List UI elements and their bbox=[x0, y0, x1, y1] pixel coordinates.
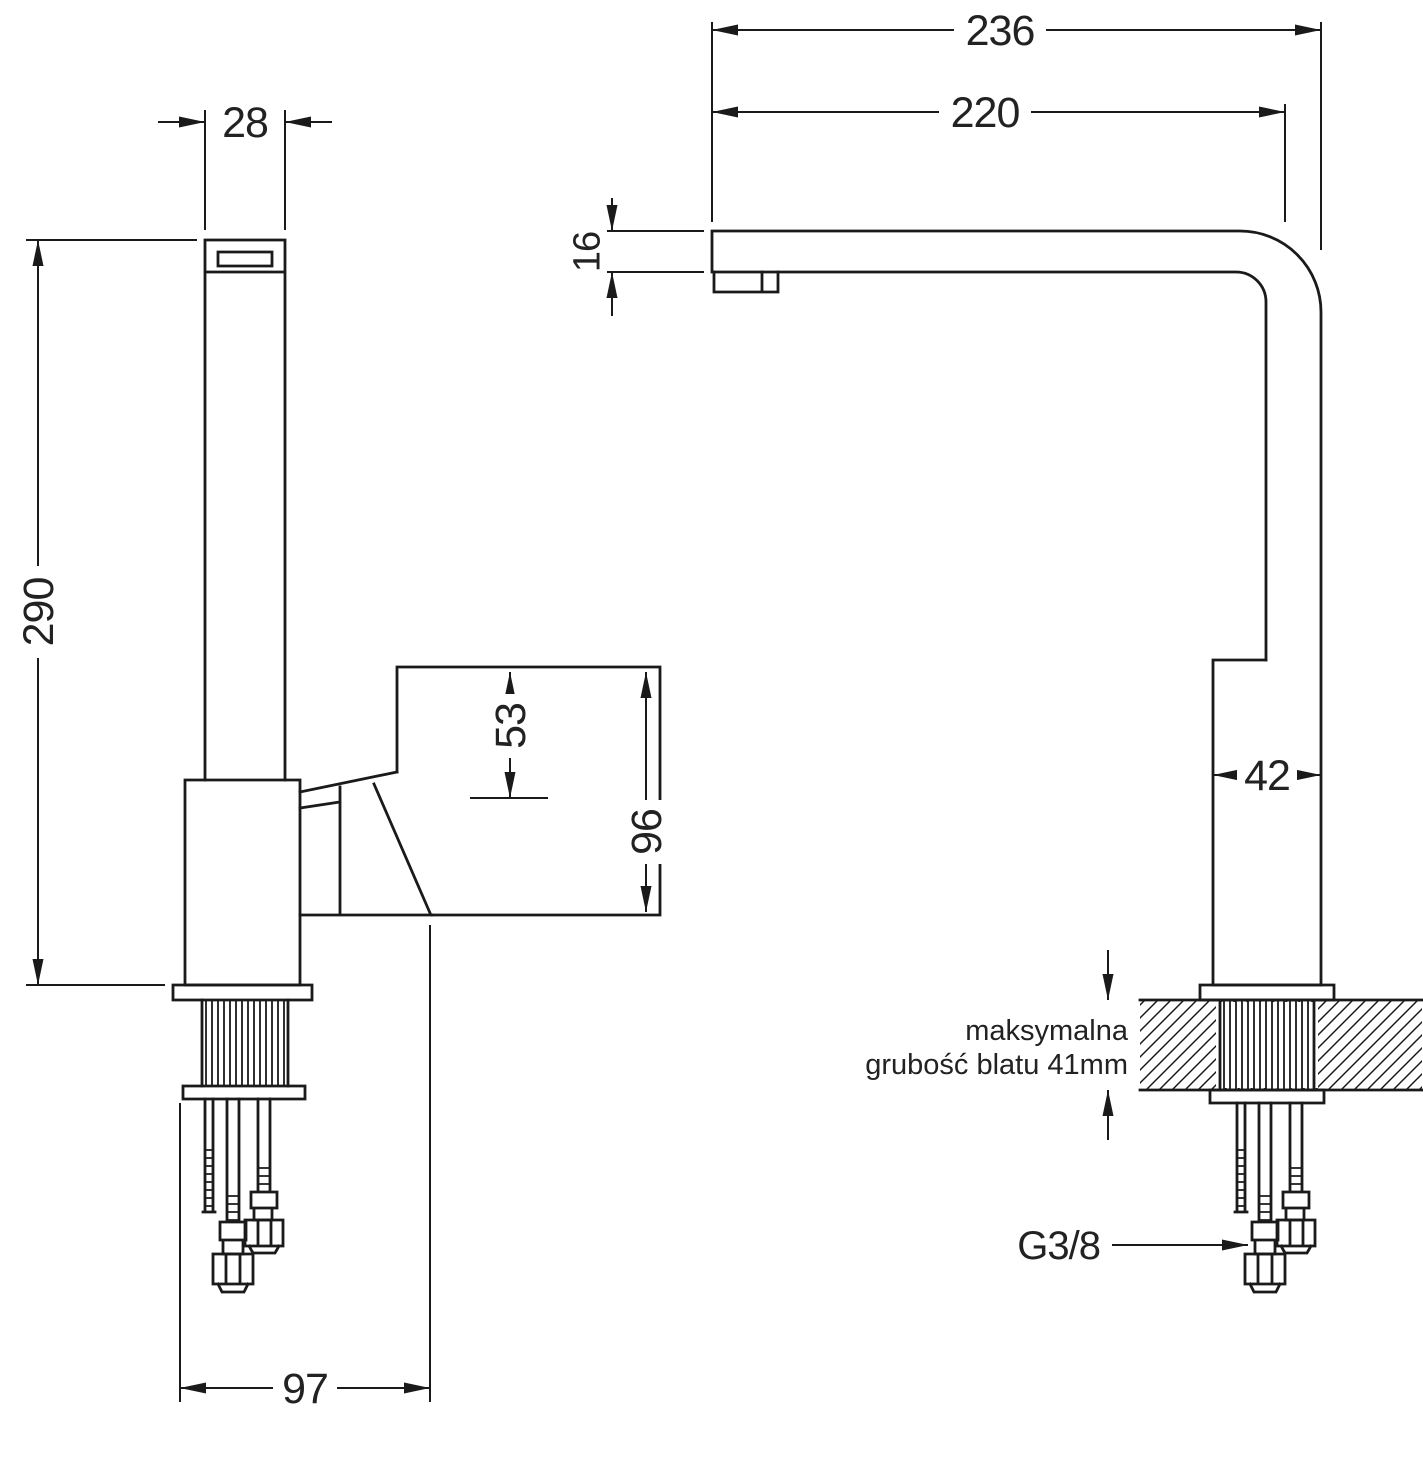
base-plate-front bbox=[1198, 983, 1336, 1002]
counter-note-line1: maksymalna bbox=[965, 1015, 1129, 1047]
dim-label-base-depth: 97 bbox=[282, 1365, 328, 1413]
label-bg bbox=[273, 1364, 337, 1412]
supply-hose-long-side bbox=[218, 1097, 248, 1256]
spout-outline-front bbox=[710, 229, 1323, 987]
label-bg bbox=[622, 800, 670, 864]
counter-note-line2: grubość blatu 41mm bbox=[865, 1049, 1128, 1081]
extension-lines bbox=[26, 22, 1322, 1402]
base-plate-side bbox=[171, 983, 314, 1002]
label-bg bbox=[215, 98, 275, 146]
supply-hose-short-side bbox=[249, 1097, 279, 1222]
spout-cap-detail bbox=[216, 250, 274, 268]
faucet-body-front bbox=[1211, 658, 1323, 987]
hex-nut-short-front bbox=[1275, 1218, 1317, 1255]
supply-hose-short-front bbox=[1281, 1101, 1311, 1222]
threaded-shank-outline-front bbox=[1218, 998, 1316, 1092]
label-bg bbox=[1237, 752, 1297, 798]
dim-label-handle-offset: 53 bbox=[487, 703, 535, 749]
mounting-stud-threads-front bbox=[1237, 1149, 1245, 1207]
supply-hose-long-threads-side bbox=[227, 1195, 239, 1221]
aerator-front bbox=[712, 270, 780, 294]
supply-hose-long-threads-front bbox=[1259, 1195, 1271, 1221]
ext-97 bbox=[179, 925, 431, 1402]
label-bg bbox=[565, 229, 607, 275]
supply-hose-long-front bbox=[1250, 1101, 1280, 1256]
dim-label-spout-top-width: 28 bbox=[222, 99, 268, 147]
threaded-shank-threads-side bbox=[205, 1000, 285, 1086]
ext-16 bbox=[604, 230, 704, 273]
hex-nut-long-front bbox=[1243, 1252, 1287, 1294]
handle-outline bbox=[395, 665, 662, 917]
dim-label-total-reach: 236 bbox=[966, 7, 1035, 55]
spout-column-outline bbox=[203, 238, 287, 782]
label-bg bbox=[486, 694, 534, 758]
faucet-body-side bbox=[183, 778, 302, 987]
ext-236-220 bbox=[711, 22, 1322, 250]
mounting-stud-threads-side bbox=[205, 1149, 213, 1207]
dim-label-handle-height: 96 bbox=[623, 809, 671, 855]
dimension-labels: 28 290 97 53 96 236 220 16 bbox=[14, 6, 1297, 1413]
dim-label-spout-reach: 220 bbox=[951, 89, 1020, 137]
threaded-shank-outline-side bbox=[200, 998, 290, 1088]
mounting-flange-front bbox=[1208, 1088, 1326, 1105]
mounting-flange-side bbox=[181, 1084, 307, 1101]
dim-label-body-width: 42 bbox=[1244, 752, 1290, 800]
right-view bbox=[710, 229, 1423, 1294]
label-bg bbox=[954, 6, 1046, 54]
handle-lever bbox=[298, 770, 434, 917]
threaded-shank-threads-front bbox=[1223, 1000, 1309, 1090]
label-bg bbox=[939, 88, 1031, 136]
label-bg bbox=[14, 566, 62, 658]
ext-290 bbox=[26, 239, 197, 986]
thread-size-label: G3/8 bbox=[1017, 1224, 1100, 1268]
dim-label-total-height: 290 bbox=[15, 578, 63, 647]
dimension-lines bbox=[32, 24, 1321, 1394]
left-view bbox=[171, 238, 662, 1294]
hex-nut-short-side bbox=[243, 1218, 285, 1255]
hex-nut-long-side bbox=[211, 1252, 255, 1294]
dim-label-spout-thickness: 16 bbox=[566, 232, 608, 272]
ext-28 bbox=[204, 110, 286, 230]
shank-mask bbox=[1216, 1002, 1318, 1088]
mounting-stud-side bbox=[201, 1097, 217, 1214]
supply-hose-short-threads-side bbox=[258, 1167, 270, 1185]
supply-hose-short-threads-front bbox=[1290, 1167, 1302, 1185]
